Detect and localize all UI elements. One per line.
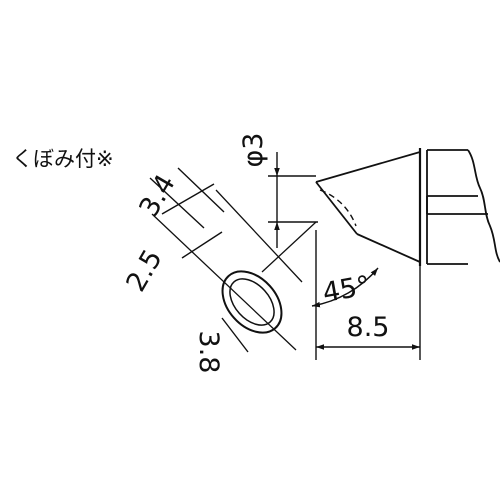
section-extension-lines: [151, 189, 317, 351]
length-label: 8.5: [347, 312, 390, 343]
bevel-line: [315, 181, 358, 235]
diameter-dimension: [268, 152, 318, 248]
angle-dimension: [311, 267, 379, 308]
bevel-face: [315, 181, 358, 235]
width-dim-line: [161, 183, 215, 215]
recess-hidden-line: [319, 189, 357, 227]
angle-arc: [311, 267, 379, 308]
oval-outer: [221, 270, 283, 334]
tip-taper-bottom: [356, 233, 421, 263]
recess-width-dimension: [181, 231, 223, 259]
length-dimension: [315, 230, 421, 360]
width-ext-a: [149, 177, 205, 229]
section-ext-right: [215, 189, 303, 283]
recess-note-label: くぼみ付※: [12, 147, 114, 171]
width-ext-b: [177, 167, 225, 213]
oval-cross-section: [221, 270, 283, 334]
depth-label: 3.8: [193, 331, 224, 374]
diameter-label: φ3: [238, 133, 269, 168]
oval-inner: [229, 278, 275, 326]
width-top-label: 3.4: [133, 169, 181, 222]
tip-taper-top: [315, 151, 421, 183]
tip-body: [315, 148, 500, 266]
width-mid-label: 2.5: [120, 244, 168, 297]
sleeve-break: [467, 149, 500, 263]
depth-dimension: [221, 317, 249, 353]
depth-dim-line: [221, 317, 249, 353]
width-dimension: [149, 167, 225, 229]
angle-label: 45°: [320, 270, 373, 309]
recess-width-dim-line: [181, 231, 223, 259]
section-link-to-tip: [261, 221, 317, 273]
